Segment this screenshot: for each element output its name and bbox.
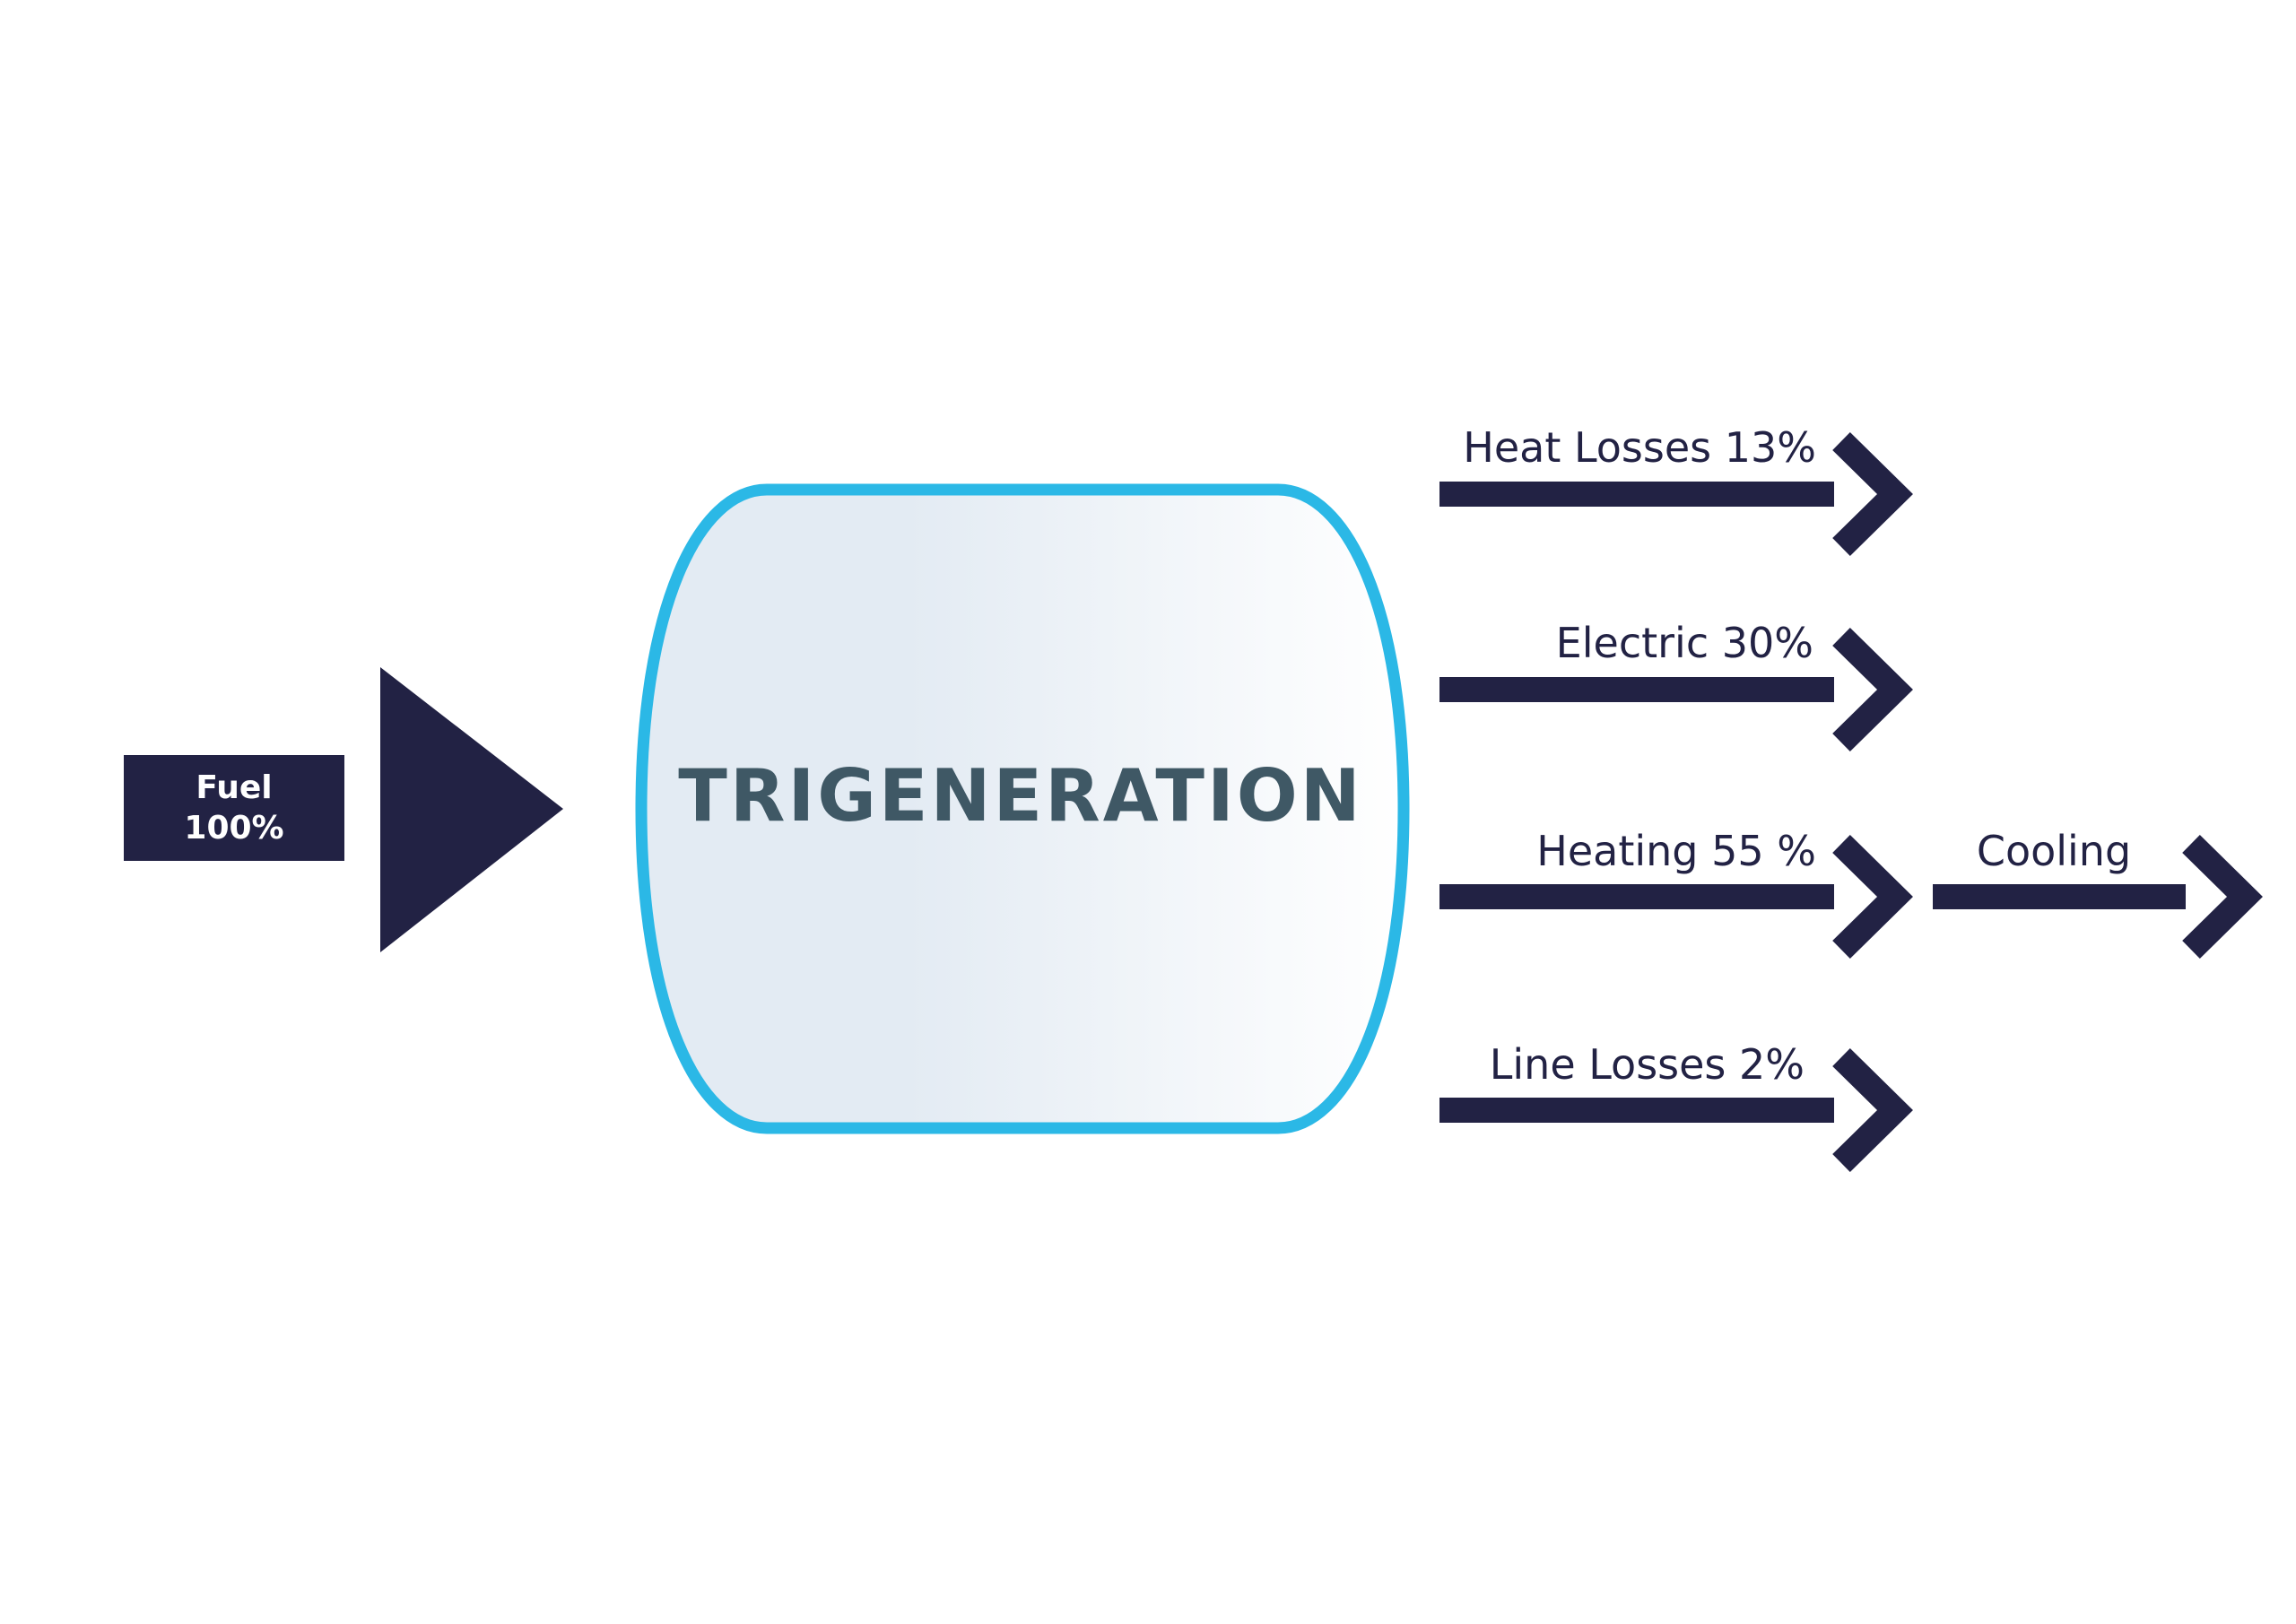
output-cooling: Cooling: [1933, 827, 2263, 959]
fuel-box: [124, 755, 344, 861]
output-electric: Electric 30%: [1439, 619, 1913, 751]
output-label: Line Losses 2%: [1490, 1040, 1805, 1089]
cooling-shaft: [1933, 884, 2186, 909]
output-shaft: [1439, 677, 1834, 702]
fuel-label-line2: 100%: [184, 810, 283, 847]
output-arrows: Heat Losses 13% Electric 30% Heating 55 …: [1439, 423, 2263, 1172]
output-line-losses: Line Losses 2%: [1439, 1040, 1913, 1172]
output-heat-losses: Heat Losses 13%: [1439, 423, 1913, 556]
chevron-right-icon: [1832, 1048, 1913, 1172]
output-label: Heat Losses 13%: [1463, 423, 1816, 472]
chevron-right-icon: [1832, 835, 1913, 959]
output-label: Heating 55 %: [1536, 827, 1816, 875]
trigeneration-process: TRIGENERATION: [635, 483, 1410, 1134]
cooling-label: Cooling: [1977, 827, 2131, 875]
output-shaft: [1439, 1098, 1834, 1123]
fuel-label-line1: Fuel: [196, 769, 272, 806]
chevron-right-icon: [1832, 628, 1913, 751]
output-label: Electric 30%: [1556, 619, 1813, 667]
fuel-input: Fuel 100%: [124, 755, 344, 861]
output-shaft: [1439, 482, 1834, 507]
process-title: TRIGENERATION: [678, 754, 1362, 838]
chevron-right-icon: [2182, 835, 2263, 959]
output-shaft: [1439, 884, 1834, 909]
chevron-right-icon: [1832, 432, 1913, 556]
output-heating: Heating 55 %: [1439, 827, 1913, 959]
input-arrow-icon: [380, 667, 563, 952]
process-shape: [635, 483, 1410, 1134]
